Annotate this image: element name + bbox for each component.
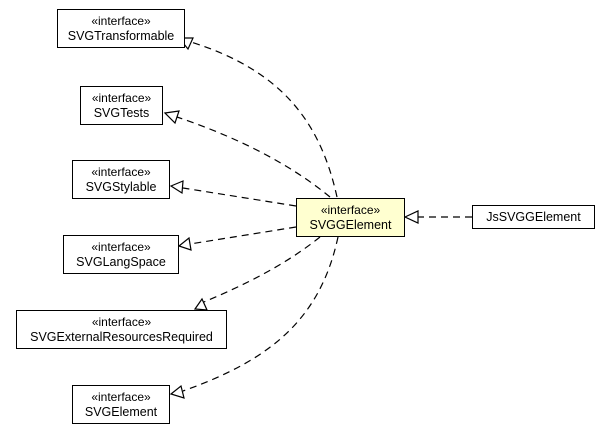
- stereotype-label: «interface»: [91, 14, 151, 28]
- class-name: SVGTransformable: [67, 29, 175, 43]
- edge-svggelement-to-svgexternalresourcesrequired: [198, 236, 321, 305]
- arrowhead-svgtests: [163, 110, 180, 125]
- class-name: SVGElement: [84, 405, 158, 419]
- node-svgstylable: «interface» SVGStylable: [72, 160, 170, 199]
- arrowhead-svggelement: [403, 210, 419, 224]
- node-svgelement: «interface» SVGElement: [72, 385, 170, 424]
- stereotype-label: «interface»: [91, 315, 152, 329]
- stereotype-label: «interface»: [91, 390, 151, 404]
- node-svggelement: «interface» SVGGElement: [296, 198, 405, 237]
- edge-svggelement-to-svgtests: [176, 116, 331, 198]
- edge-svggelement-to-svgstylable: [182, 187, 297, 207]
- arrowhead-svgexternalresourcesrequired: [193, 297, 208, 311]
- edge-svggelement-to-svgelement: [182, 236, 339, 392]
- edge-svggelement-to-svgtransformable: [190, 41, 338, 198]
- arrowhead-svgstylable: [169, 180, 184, 195]
- stereotype-label: «interface»: [91, 165, 151, 179]
- edge-svggelement-to-svglangspace: [189, 226, 297, 245]
- class-name: SVGLangSpace: [76, 255, 166, 269]
- node-svgtransformable: «interface» SVGTransformable: [57, 9, 185, 48]
- class-name: SVGTests: [93, 106, 150, 120]
- arrowhead-svglangspace: [177, 236, 192, 251]
- stereotype-label: «interface»: [91, 240, 151, 254]
- node-svglangspace: «interface» SVGLangSpace: [63, 235, 179, 274]
- node-svgtests: «interface» SVGTests: [80, 86, 163, 125]
- stereotype-label: «interface»: [320, 203, 381, 217]
- class-name: JsSVGGElement: [486, 210, 581, 224]
- class-name: SVGExternalResourcesRequired: [30, 330, 213, 344]
- class-name: SVGStylable: [85, 180, 157, 194]
- node-svgexternalresourcesrequired: «interface» SVGExternalResourcesRequired: [16, 310, 227, 349]
- node-jssvggelement: JsSVGGElement: [472, 205, 595, 229]
- stereotype-label: «interface»: [91, 91, 152, 105]
- class-name: SVGGElement: [309, 218, 392, 232]
- arrowhead-svgelement: [169, 384, 185, 399]
